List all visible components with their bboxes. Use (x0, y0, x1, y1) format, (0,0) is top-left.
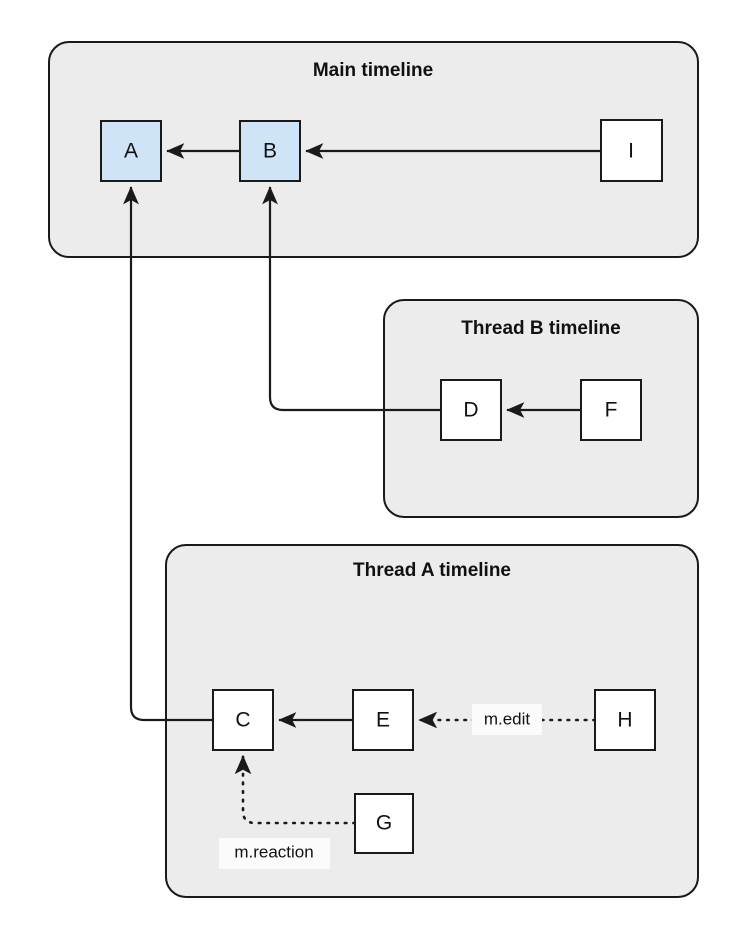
edge-G-to-C (234, 754, 357, 825)
node-E-box[interactable] (352, 689, 414, 751)
group-main-timeline: Main timeline (48, 41, 699, 258)
node-I-box[interactable] (600, 119, 663, 182)
node-F-label: F (605, 399, 618, 422)
node-H-label: H (617, 709, 632, 732)
node-C-label: C (235, 709, 250, 732)
node-I[interactable]: I (600, 119, 663, 182)
edge-label-m-reaction-backdrop (219, 838, 330, 869)
edge-C-to-A (123, 186, 213, 722)
node-H-box[interactable] (594, 689, 656, 751)
edge-labels-layer: m.edit m.reaction (219, 704, 542, 869)
node-F-box[interactable] (580, 379, 642, 441)
group-thread-a-timeline-title: Thread A timeline (353, 560, 511, 581)
edge-label-m-edit-backdrop (472, 704, 542, 735)
node-B-label: B (263, 140, 277, 163)
edge-D-to-B (262, 186, 441, 412)
node-H[interactable]: H (594, 689, 656, 751)
node-D-label: D (463, 399, 478, 422)
node-G-label: G (376, 812, 392, 835)
node-E[interactable]: E (352, 689, 414, 751)
group-main-timeline-box (48, 41, 699, 258)
edge-label-m-reaction: m.reaction (219, 838, 330, 869)
nodes-layer: A B I D F C E (100, 119, 663, 854)
node-A-label: A (124, 140, 138, 163)
node-G[interactable]: G (354, 793, 414, 854)
group-containers: Main timeline Thread B timeline Thread A… (48, 41, 699, 898)
node-G-box[interactable] (354, 793, 414, 854)
group-thread-b-timeline-title: Thread B timeline (461, 318, 620, 339)
node-E-label: E (376, 709, 390, 732)
edge-label-m-edit: m.edit (472, 704, 542, 735)
node-D-box[interactable] (440, 379, 502, 441)
node-D[interactable]: D (440, 379, 502, 441)
group-main-timeline-title: Main timeline (313, 60, 433, 81)
edge-label-m-edit-text: m.edit (484, 709, 531, 728)
node-A-box[interactable] (100, 120, 162, 182)
group-thread-b-timeline: Thread B timeline (383, 299, 699, 518)
node-B-box[interactable] (239, 120, 301, 182)
node-C[interactable]: C (212, 689, 274, 751)
node-C-box[interactable] (212, 689, 274, 751)
node-B[interactable]: B (239, 120, 301, 182)
edge-label-m-reaction-text: m.reaction (234, 842, 313, 861)
node-F[interactable]: F (580, 379, 642, 441)
group-thread-b-timeline-box (383, 299, 699, 518)
node-I-label: I (628, 140, 634, 163)
node-A[interactable]: A (100, 120, 162, 182)
